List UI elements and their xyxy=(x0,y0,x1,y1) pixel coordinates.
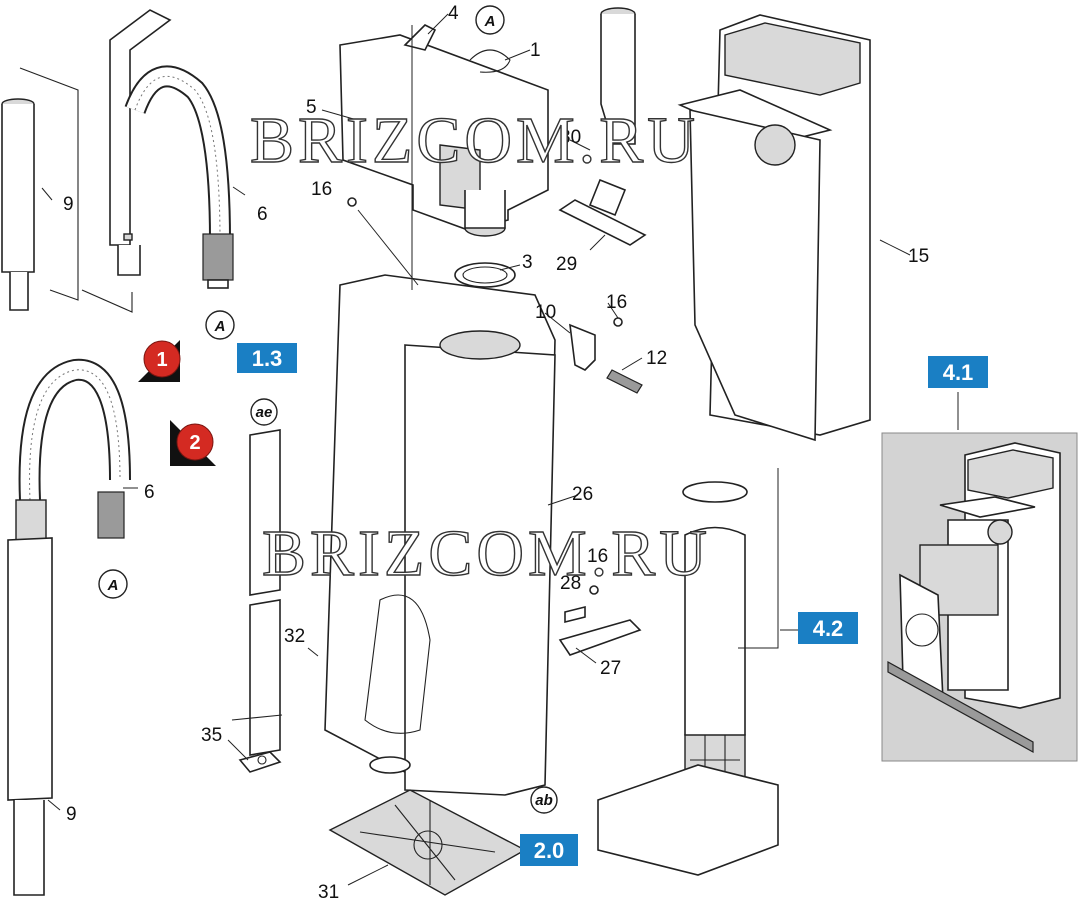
badge-4-2[interactable]: 4.2 xyxy=(798,612,858,644)
label-part-30: 30 xyxy=(560,127,581,148)
label-part-26: 26 xyxy=(572,484,593,505)
label-part-16-a: 16 xyxy=(311,179,332,200)
label-part-29: 29 xyxy=(556,254,577,275)
svg-text:4.1: 4.1 xyxy=(943,360,974,385)
variant-marker-1: 1 xyxy=(138,340,181,382)
connector-a-hose-top: A xyxy=(205,310,235,340)
part-6-hose-lower xyxy=(18,358,131,539)
part-10-latch xyxy=(569,323,596,371)
label-part-27: 27 xyxy=(600,658,621,679)
part-5-lid xyxy=(339,34,549,237)
svg-text:A: A xyxy=(214,318,226,335)
part-4-2-filter xyxy=(597,481,779,876)
part-28-clip xyxy=(564,605,586,624)
part-6-hose-top xyxy=(124,65,234,289)
part-16-screw-b xyxy=(347,197,357,207)
label-part-16-b: 16 xyxy=(606,292,627,313)
part-16-screw-a xyxy=(613,317,623,327)
part-27-lever xyxy=(558,619,642,656)
part-9-tube-top xyxy=(1,67,133,313)
svg-text:A: A xyxy=(107,577,119,594)
leader-lines xyxy=(41,13,959,886)
label-part-6-a: 6 xyxy=(257,204,268,225)
badge-2-0[interactable]: 2.0 xyxy=(520,834,578,866)
part-number-labels: 4 1 5 30 16 6 9 3 29 15 16 10 12 6 26 16… xyxy=(63,3,929,903)
svg-text:ab: ab xyxy=(535,792,553,809)
label-part-9-b: 9 xyxy=(66,804,77,825)
variant-marker-2: 2 xyxy=(170,420,216,466)
svg-text:2: 2 xyxy=(189,432,200,454)
part-30-tube xyxy=(600,7,636,145)
label-part-10: 10 xyxy=(535,302,556,323)
badge-1-3[interactable]: 1.3 xyxy=(237,343,297,373)
part-31-grid-plate xyxy=(328,789,527,896)
label-part-16-c: 16 xyxy=(587,546,608,567)
svg-text:4.2: 4.2 xyxy=(813,616,844,641)
svg-text:A: A xyxy=(484,13,496,30)
label-part-6-b: 6 xyxy=(144,482,155,503)
bag-and-filter-kit-illustration xyxy=(887,442,1061,754)
label-part-1: 1 xyxy=(530,40,541,61)
label-part-35: 35 xyxy=(201,725,222,746)
part-16-screw-c xyxy=(589,585,599,595)
label-part-28: 28 xyxy=(560,573,581,594)
part-9-tube-lower xyxy=(7,499,53,896)
connector-ae: ae xyxy=(250,398,278,426)
label-part-31: 31 xyxy=(318,882,339,903)
label-part-9-a: 9 xyxy=(63,194,74,215)
connector-ab: ab xyxy=(530,786,558,814)
label-part-32: 32 xyxy=(284,626,305,647)
watermark-top: BRIZCOM.RU xyxy=(250,104,699,177)
watermark-middle: BRIZCOM.RU xyxy=(262,517,711,590)
part-1-clip xyxy=(469,49,511,73)
handle-tube xyxy=(109,9,172,276)
label-part-4: 4 xyxy=(448,3,459,24)
badge-4-1[interactable]: 4.1 xyxy=(928,356,988,388)
svg-text:1: 1 xyxy=(156,349,167,371)
part-15-bag-stack xyxy=(677,14,871,442)
svg-text:ae: ae xyxy=(256,404,273,421)
label-part-12: 12 xyxy=(646,348,667,369)
part-29-nozzle xyxy=(558,178,647,246)
svg-text:2.0: 2.0 xyxy=(534,838,565,863)
label-part-15: 15 xyxy=(908,246,929,267)
label-part-5: 5 xyxy=(306,97,317,118)
part-12-spring xyxy=(606,369,643,394)
connector-a-hose-lower: A xyxy=(98,569,128,599)
connector-a-top: A xyxy=(475,5,505,35)
part-26-body xyxy=(324,274,556,796)
label-part-3: 3 xyxy=(522,252,533,273)
part-1-3-rod xyxy=(231,429,283,773)
svg-text:1.3: 1.3 xyxy=(252,346,283,371)
